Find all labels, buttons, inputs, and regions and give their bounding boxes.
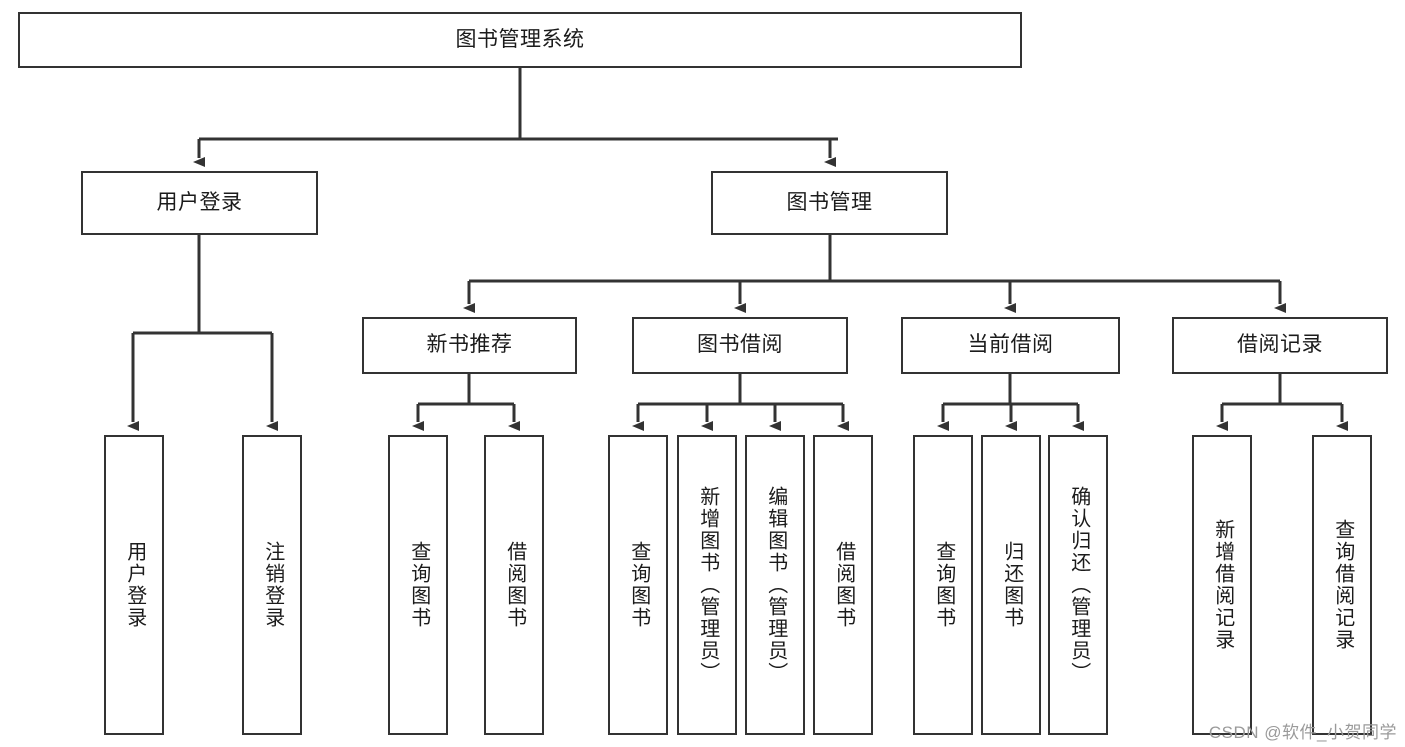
node-leaf-user-logout[interactable]: 注销登录	[242, 435, 302, 735]
node-new-book-rec-label: 新书推荐	[426, 333, 513, 357]
node-leaf-confirm-return[interactable]: 确认归还（管理员）	[1048, 435, 1108, 735]
node-book-borrow[interactable]: 图书借阅	[632, 317, 848, 374]
node-leaf-borrow-book-rec[interactable]: 借阅图书	[484, 435, 544, 735]
node-borrow-record[interactable]: 借阅记录	[1172, 317, 1388, 374]
node-leaf-query-borrow-rec-label: 查询借阅记录	[1331, 519, 1354, 651]
node-leaf-borrow-book-label: 借阅图书	[832, 541, 855, 629]
node-user-login-label: 用户登录	[156, 190, 243, 214]
node-leaf-user-login[interactable]: 用户登录	[104, 435, 164, 735]
node-leaf-query-book-label: 查询图书	[627, 541, 650, 629]
node-leaf-add-book-label: 新增图书（管理员）	[696, 486, 719, 684]
node-leaf-edit-book-label: 编辑图书（管理员）	[764, 486, 787, 684]
node-leaf-borrow-book-rec-label: 借阅图书	[503, 541, 526, 629]
node-leaf-add-borrow-rec[interactable]: 新增借阅记录	[1192, 435, 1252, 735]
node-leaf-confirm-return-label: 确认归还（管理员）	[1067, 486, 1090, 684]
node-leaf-query-book[interactable]: 查询图书	[608, 435, 668, 735]
node-leaf-return-book[interactable]: 归还图书	[981, 435, 1041, 735]
node-leaf-user-login-label: 用户登录	[123, 541, 146, 629]
node-root-label: 图书管理系统	[455, 27, 585, 51]
node-book-manage[interactable]: 图书管理	[711, 171, 948, 235]
node-book-manage-label: 图书管理	[786, 190, 873, 214]
node-borrow-record-label: 借阅记录	[1237, 333, 1323, 357]
node-leaf-return-book-label: 归还图书	[1000, 541, 1023, 629]
node-leaf-query-book-cur[interactable]: 查询图书	[913, 435, 973, 735]
node-book-borrow-label: 图书借阅	[697, 333, 783, 357]
node-leaf-add-book[interactable]: 新增图书（管理员）	[677, 435, 737, 735]
node-leaf-borrow-book[interactable]: 借阅图书	[813, 435, 873, 735]
node-leaf-add-borrow-rec-label: 新增借阅记录	[1211, 519, 1234, 651]
node-leaf-query-book-rec[interactable]: 查询图书	[388, 435, 448, 735]
node-leaf-query-borrow-rec[interactable]: 查询借阅记录	[1312, 435, 1372, 735]
node-user-login[interactable]: 用户登录	[81, 171, 318, 235]
node-root[interactable]: 图书管理系统	[18, 12, 1022, 68]
node-leaf-user-logout-label: 注销登录	[261, 541, 284, 629]
node-leaf-query-book-cur-label: 查询图书	[932, 541, 955, 629]
node-new-book-rec[interactable]: 新书推荐	[362, 317, 577, 374]
node-leaf-edit-book[interactable]: 编辑图书（管理员）	[745, 435, 805, 735]
node-current-borrow[interactable]: 当前借阅	[901, 317, 1120, 374]
node-current-borrow-label: 当前借阅	[967, 333, 1054, 357]
node-leaf-query-book-rec-label: 查询图书	[407, 541, 430, 629]
